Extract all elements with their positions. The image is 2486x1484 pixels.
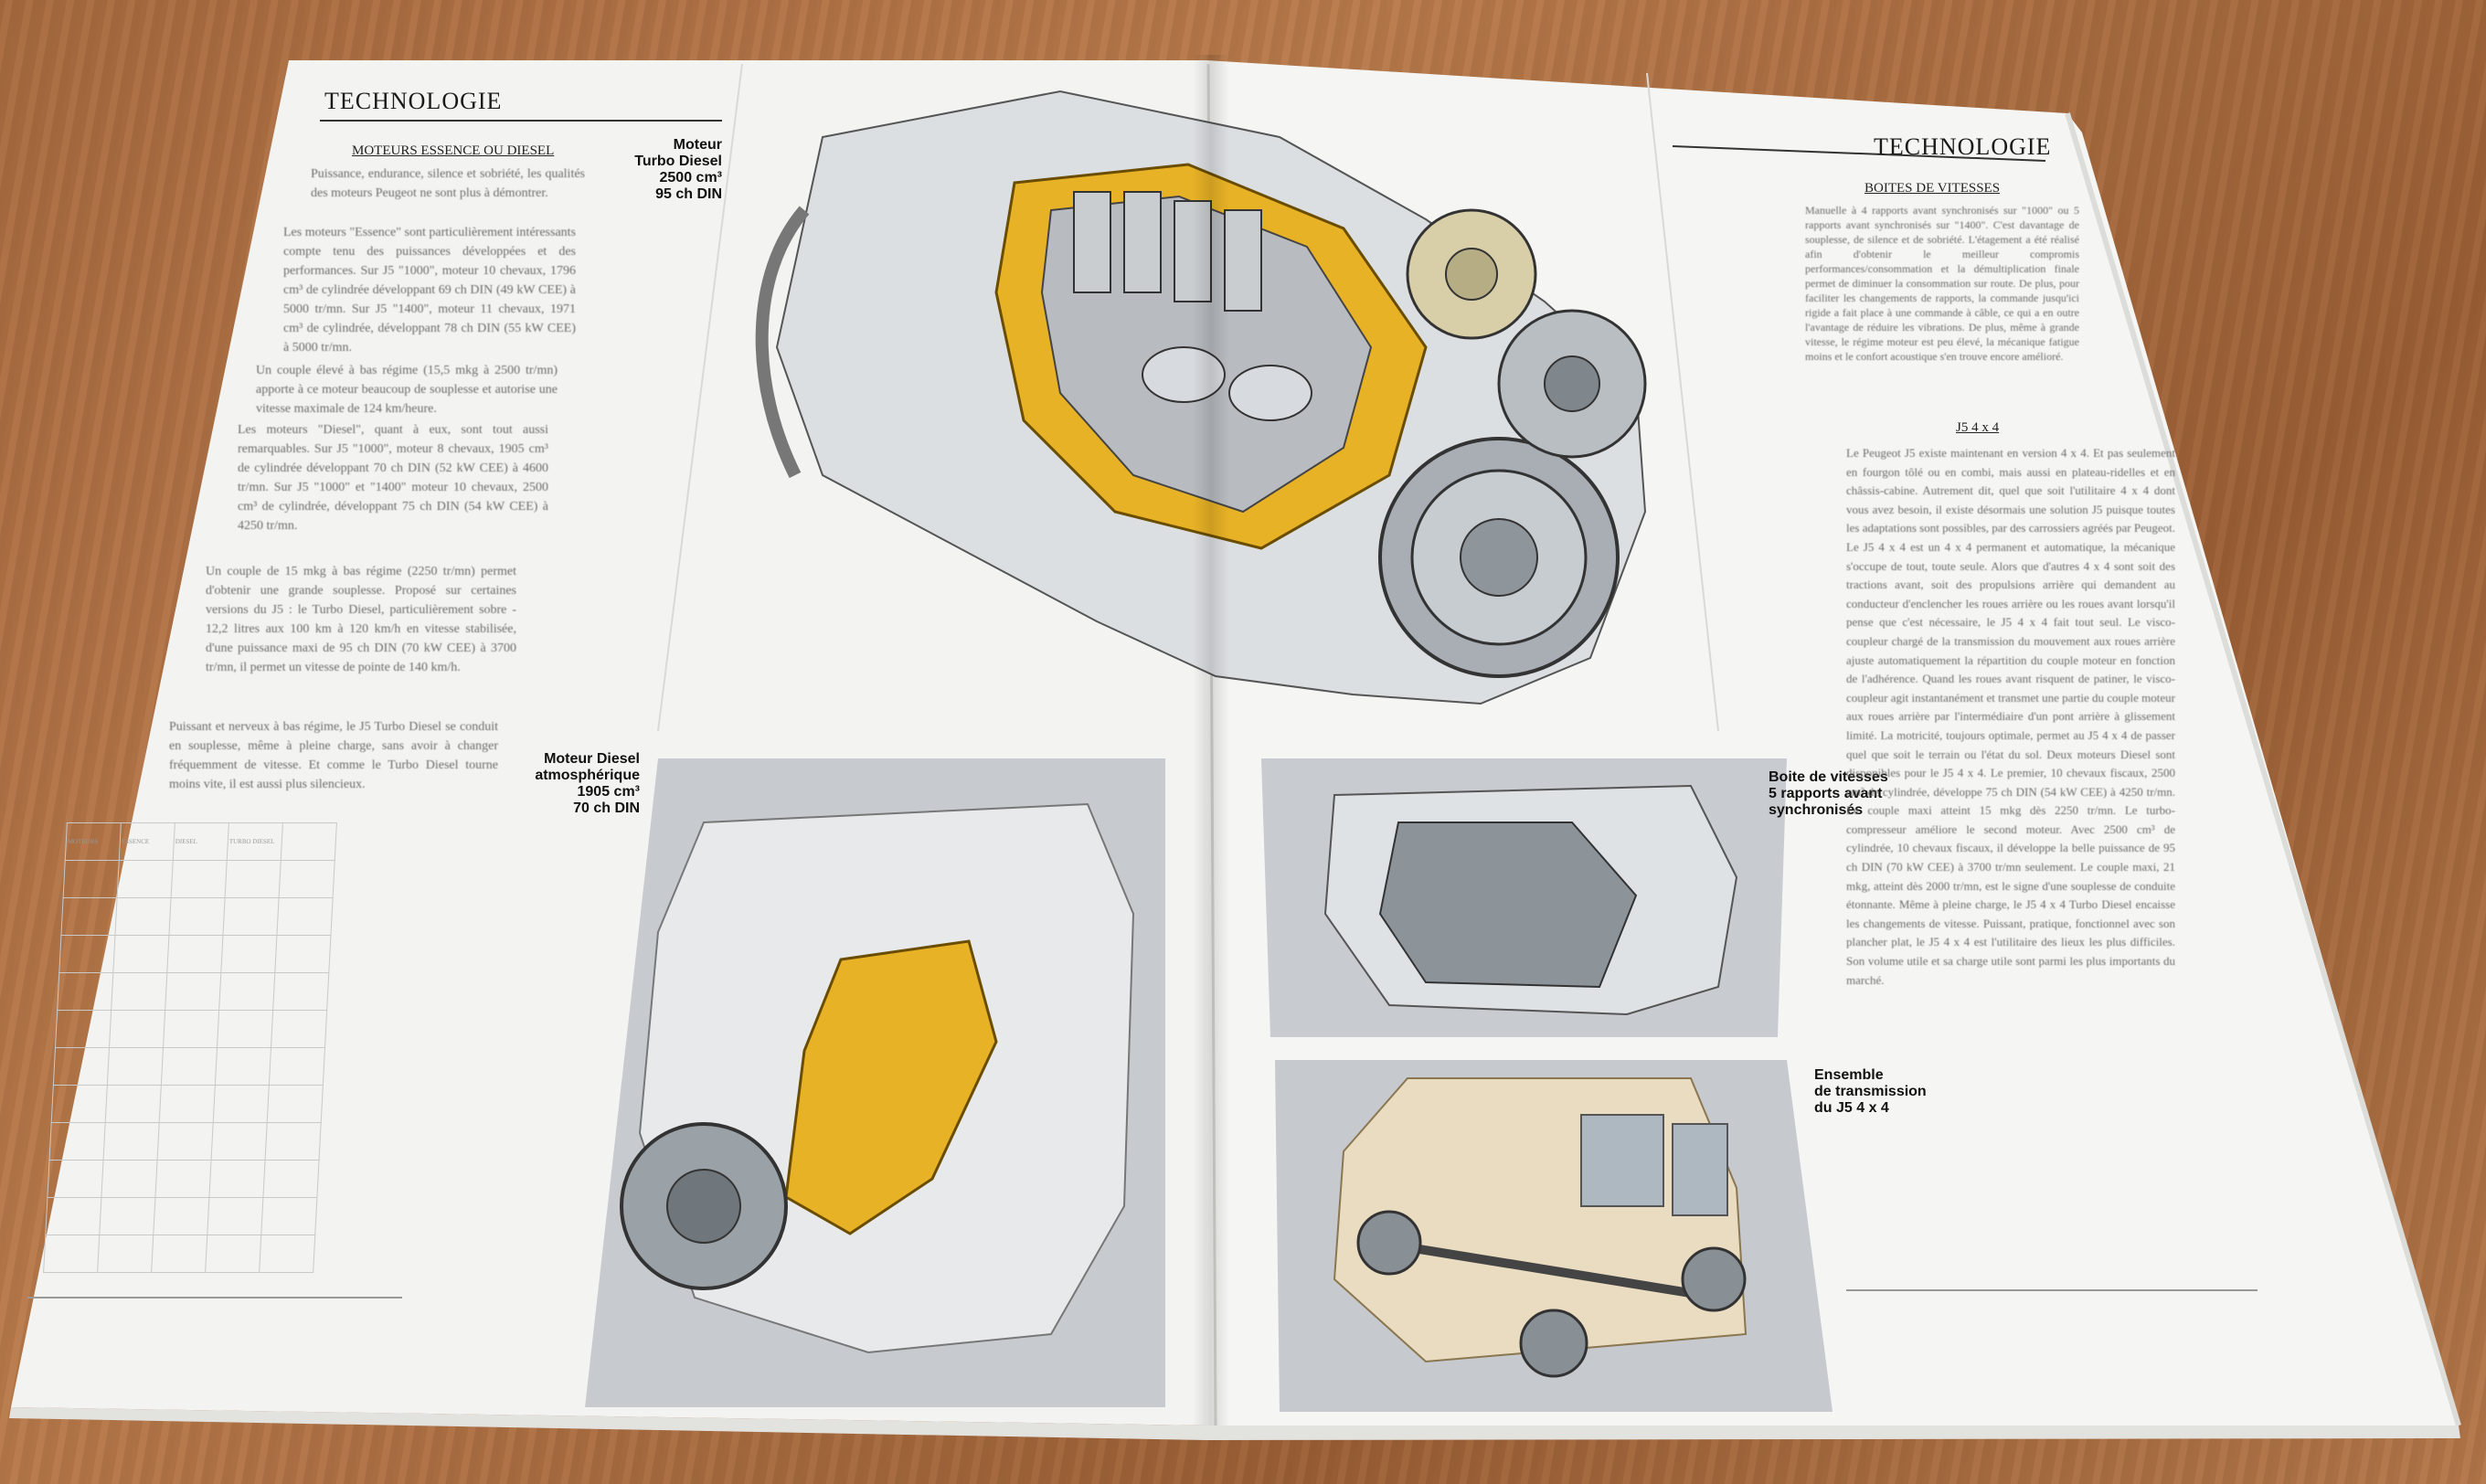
left-heading: TECHNOLOGIE	[324, 88, 503, 114]
page-edge-bottom	[9, 1407, 2460, 1440]
left-intro: Puissance, endurance, silence et sobriét…	[311, 167, 585, 200]
left-subheading: MOTEURS ESSENCE OU DIESEL	[352, 143, 555, 158]
right-subheading-gearbox: BOITES DE VITESSES	[1864, 181, 2001, 196]
left-body-3: Les moteurs "Diesel", quant à eux, sont …	[238, 423, 548, 533]
spec-header-diesel: DIESEL	[173, 822, 229, 861]
diesel-caption-line1: Moteur Diesel	[544, 751, 640, 767]
right-4x4-text: Le Peugeot J5 existe maintenant en versi…	[1846, 446, 2175, 987]
turbo-caption-line3: 2500 cm³	[659, 170, 723, 186]
right-heading: TECHNOLOGIE	[1874, 133, 2052, 160]
gearbox-photo	[1261, 758, 1787, 1037]
left-body-5: Puissant et nerveux à bas régime, le J5 …	[169, 720, 498, 791]
transmission-caption-line2: de transmission	[1814, 1084, 1927, 1099]
diesel-caption-line2: atmosphérique	[535, 768, 640, 783]
gearbox-caption-line2: 5 rapports avant	[1769, 786, 1883, 801]
diesel-caption-line4: 70 ch DIN	[573, 800, 640, 816]
diesel-caption: Moteur Diesel atmosphérique 1905 cm³ 70 …	[512, 751, 640, 817]
gearbox-caption-line3: synchronisés	[1769, 802, 1864, 818]
spec-header-motors: MOTEURS	[65, 822, 122, 861]
spec-header-turbo: TURBO DIESEL	[227, 822, 283, 861]
spec-table: MOTEURS ESSENCE DIESEL TURBO DIESEL	[43, 822, 337, 1273]
left-body-1: Les moteurs "Essence" sont particulièrem…	[283, 226, 576, 355]
right-subheading-4x4: J5 4 x 4	[1956, 420, 2000, 435]
gearbox-caption: Boite de vitesses 5 rapports avant synch…	[1769, 769, 1924, 819]
turbo-caption-line1: Moteur	[673, 137, 722, 153]
transmission-caption-line3: du J5 4 x 4	[1814, 1100, 1889, 1116]
diesel-caption-line3: 1905 cm³	[577, 784, 641, 800]
right-gearbox-text: Manuelle à 4 rapports avant synchronisés…	[1805, 204, 2079, 363]
left-body-2: Un couple élevé à bas régime (15,5 mkg à…	[256, 364, 558, 416]
transmission-caption-line1: Ensemble	[1814, 1067, 1884, 1083]
van-transmission-photo	[1275, 1060, 1833, 1412]
turbo-diesel-caption: Moteur Turbo Diesel 2500 cm³ 95 ch DIN	[622, 137, 722, 203]
gearbox-caption-line1: Boite de vitesses	[1769, 769, 1888, 785]
turbo-caption-line2: Turbo Diesel	[634, 154, 722, 169]
spec-cell	[281, 822, 337, 861]
turbo-diesel-engine-illustration	[755, 90, 1647, 705]
spine-shadow	[1193, 55, 1229, 1426]
transmission-caption: Ensemble de transmission du J5 4 x 4	[1814, 1067, 1960, 1117]
diesel-engine-photo	[585, 758, 1165, 1407]
turbo-caption-line4: 95 ch DIN	[655, 186, 722, 202]
spec-header-essence: ESSENCE	[119, 822, 175, 861]
left-body-4: Un couple de 15 mkg à bas régime (2250 t…	[206, 565, 516, 674]
